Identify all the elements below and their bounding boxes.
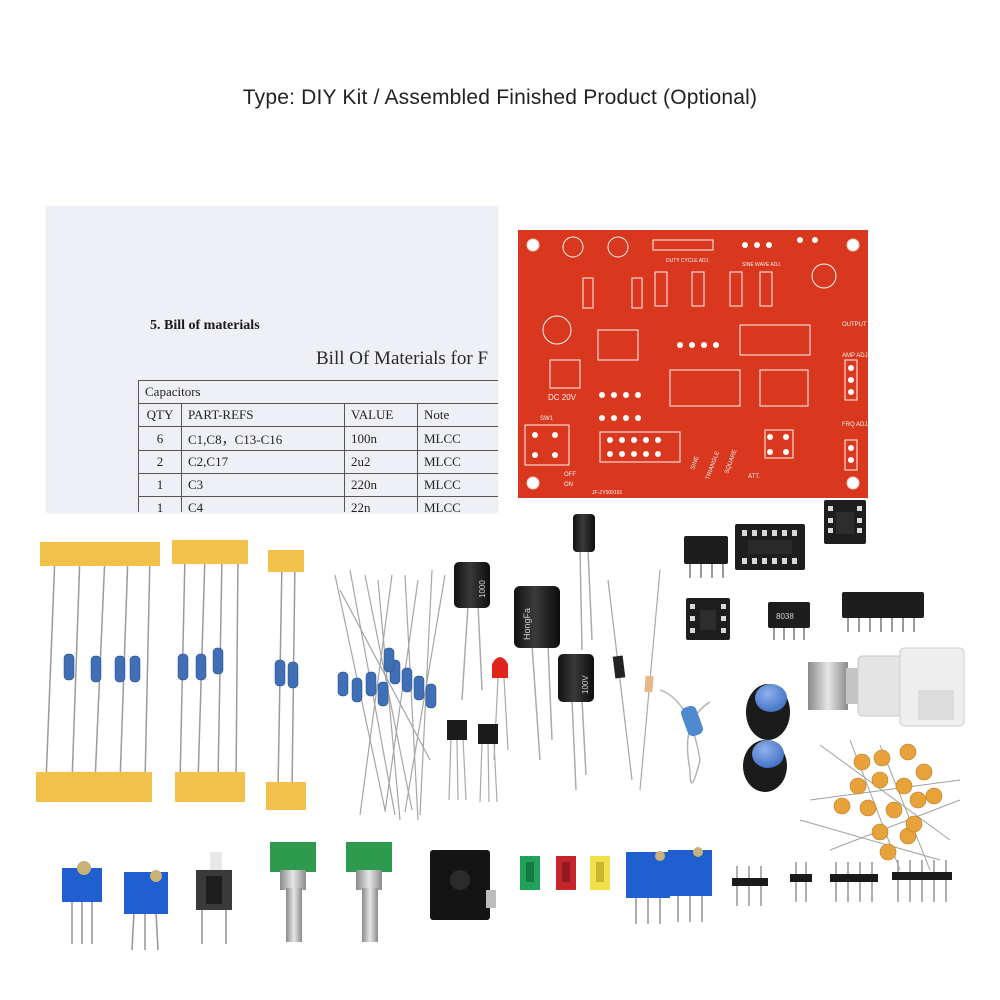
manual-subtitle: Bill Of Materials for F [316,348,489,369]
ic-socket-8pin-bottom [686,598,730,640]
electrolytic-capacitor-small-top [573,514,595,651]
rotary-pot-right [346,842,392,942]
push-switch [196,852,232,944]
ic-8pin-top [684,536,728,578]
pcb-label-output: OUTPUT [842,322,867,328]
bom-table: Capacitors QTY PART-REFS VALUE Note 6 C1… [138,380,498,512]
capacitor-marking: 100V [581,675,590,694]
bnc-connector [808,647,965,727]
bom-cell: C4 [181,496,345,512]
electrolytic-capacitor-medium: 1000 [454,562,490,701]
knob-bottom [743,740,787,792]
transistor-left [447,720,467,801]
resistor-strip-five [36,542,160,802]
trimmer-pot-small [62,861,102,944]
trimmer-pot-wide-right [668,847,712,922]
resistor-strip-three [172,540,248,802]
bom-cell: 22n [344,496,418,512]
bom-header-cell: QTY [138,403,182,427]
jumper-green [520,856,540,890]
power-resistor-loop [659,689,711,784]
trimmer-pot-wide-left [626,851,670,924]
paper-tape [36,772,152,802]
pin-header-5 [892,860,952,902]
headline: Type: DIY Kit / Assembled Finished Produ… [242,86,758,109]
bom-header-row: QTY PART-REFS VALUE Note [138,403,498,427]
bom-cell: MLCC [417,496,498,512]
bom-cell: MLCC [417,426,498,451]
table-row: 6 C1,C8，C13-C16 100n MLCC [138,426,498,451]
pcb-label-sine: SINE [690,455,700,470]
ic-marking: 8038 [776,612,794,621]
manual-document: 5. Bill of materials Bill Of Materials f… [46,206,498,512]
transistor-right [478,724,498,803]
jumper-red [556,856,576,890]
pcb-label-sw: SW1 [540,416,554,422]
ic-14pin [842,592,924,632]
diode-black [607,579,633,781]
pin-header-3 [732,866,768,906]
bom-cell: 100n [344,426,418,451]
ic-8pin-marked: 8038 [768,602,810,640]
pcb-substrate [518,230,868,498]
ceramic-capacitors [799,739,961,871]
paper-tape [266,782,306,810]
pcb-label-off: OFF [564,472,576,478]
pcb-pads [532,237,854,463]
pcb-label-duty: DUTY CYCLE ADJ. [666,258,710,264]
dc-jack [430,850,496,920]
diode-glass [639,569,661,791]
bom-header-cell: PART-REFS [181,403,345,427]
capacitor-marking: HongFa [522,608,532,640]
jumper-yellow [590,856,610,890]
bom-cell: C1,C8，C13-C16 [181,426,345,451]
bom-cell: C2,C17 [181,450,345,474]
manual-section-heading: 5. Bill of materials [150,318,260,333]
paper-tape [268,550,304,572]
paper-tape [172,540,248,564]
pcb-label-att: ATT. [748,474,760,480]
paper-tape [175,772,245,802]
pcb-mounting-holes [526,238,860,490]
resistor-strip-two [266,550,306,810]
pin-header-4 [830,862,878,902]
pcb-label-amp: AMP ADJ. [842,353,870,359]
ic-socket-8pin-top [824,500,866,544]
table-row: 1 C4 22n MLCC [138,496,498,512]
capacitor-marking: 1000 [478,580,487,598]
rotary-pot-left [270,842,316,942]
paper-tape [40,542,160,566]
pcb-label-on: ON [564,482,573,488]
pcb-label-freq: FRQ ADJ. [842,422,869,428]
pcb-serial: JF-ZY009191 [592,490,623,496]
pcb-board: DC 20V OUTPUT AMP ADJ. FRQ ADJ. DUTY CYC… [518,230,870,498]
electrolytic-capacitor-right: 100V [558,654,594,791]
trimmer-pot-medium [124,870,168,951]
pcb-silkscreen [524,236,858,471]
pcb-label-sine-adj: SINE WAVE ADJ. [742,262,781,268]
pin-header-2 [790,862,812,902]
loose-resistors [334,569,446,821]
ic-socket-14pin [735,524,805,570]
knob-top [746,684,790,740]
pcb-label-dc: DC 20V [548,393,577,402]
electrolytic-capacitor-large: HongFa [514,586,560,761]
